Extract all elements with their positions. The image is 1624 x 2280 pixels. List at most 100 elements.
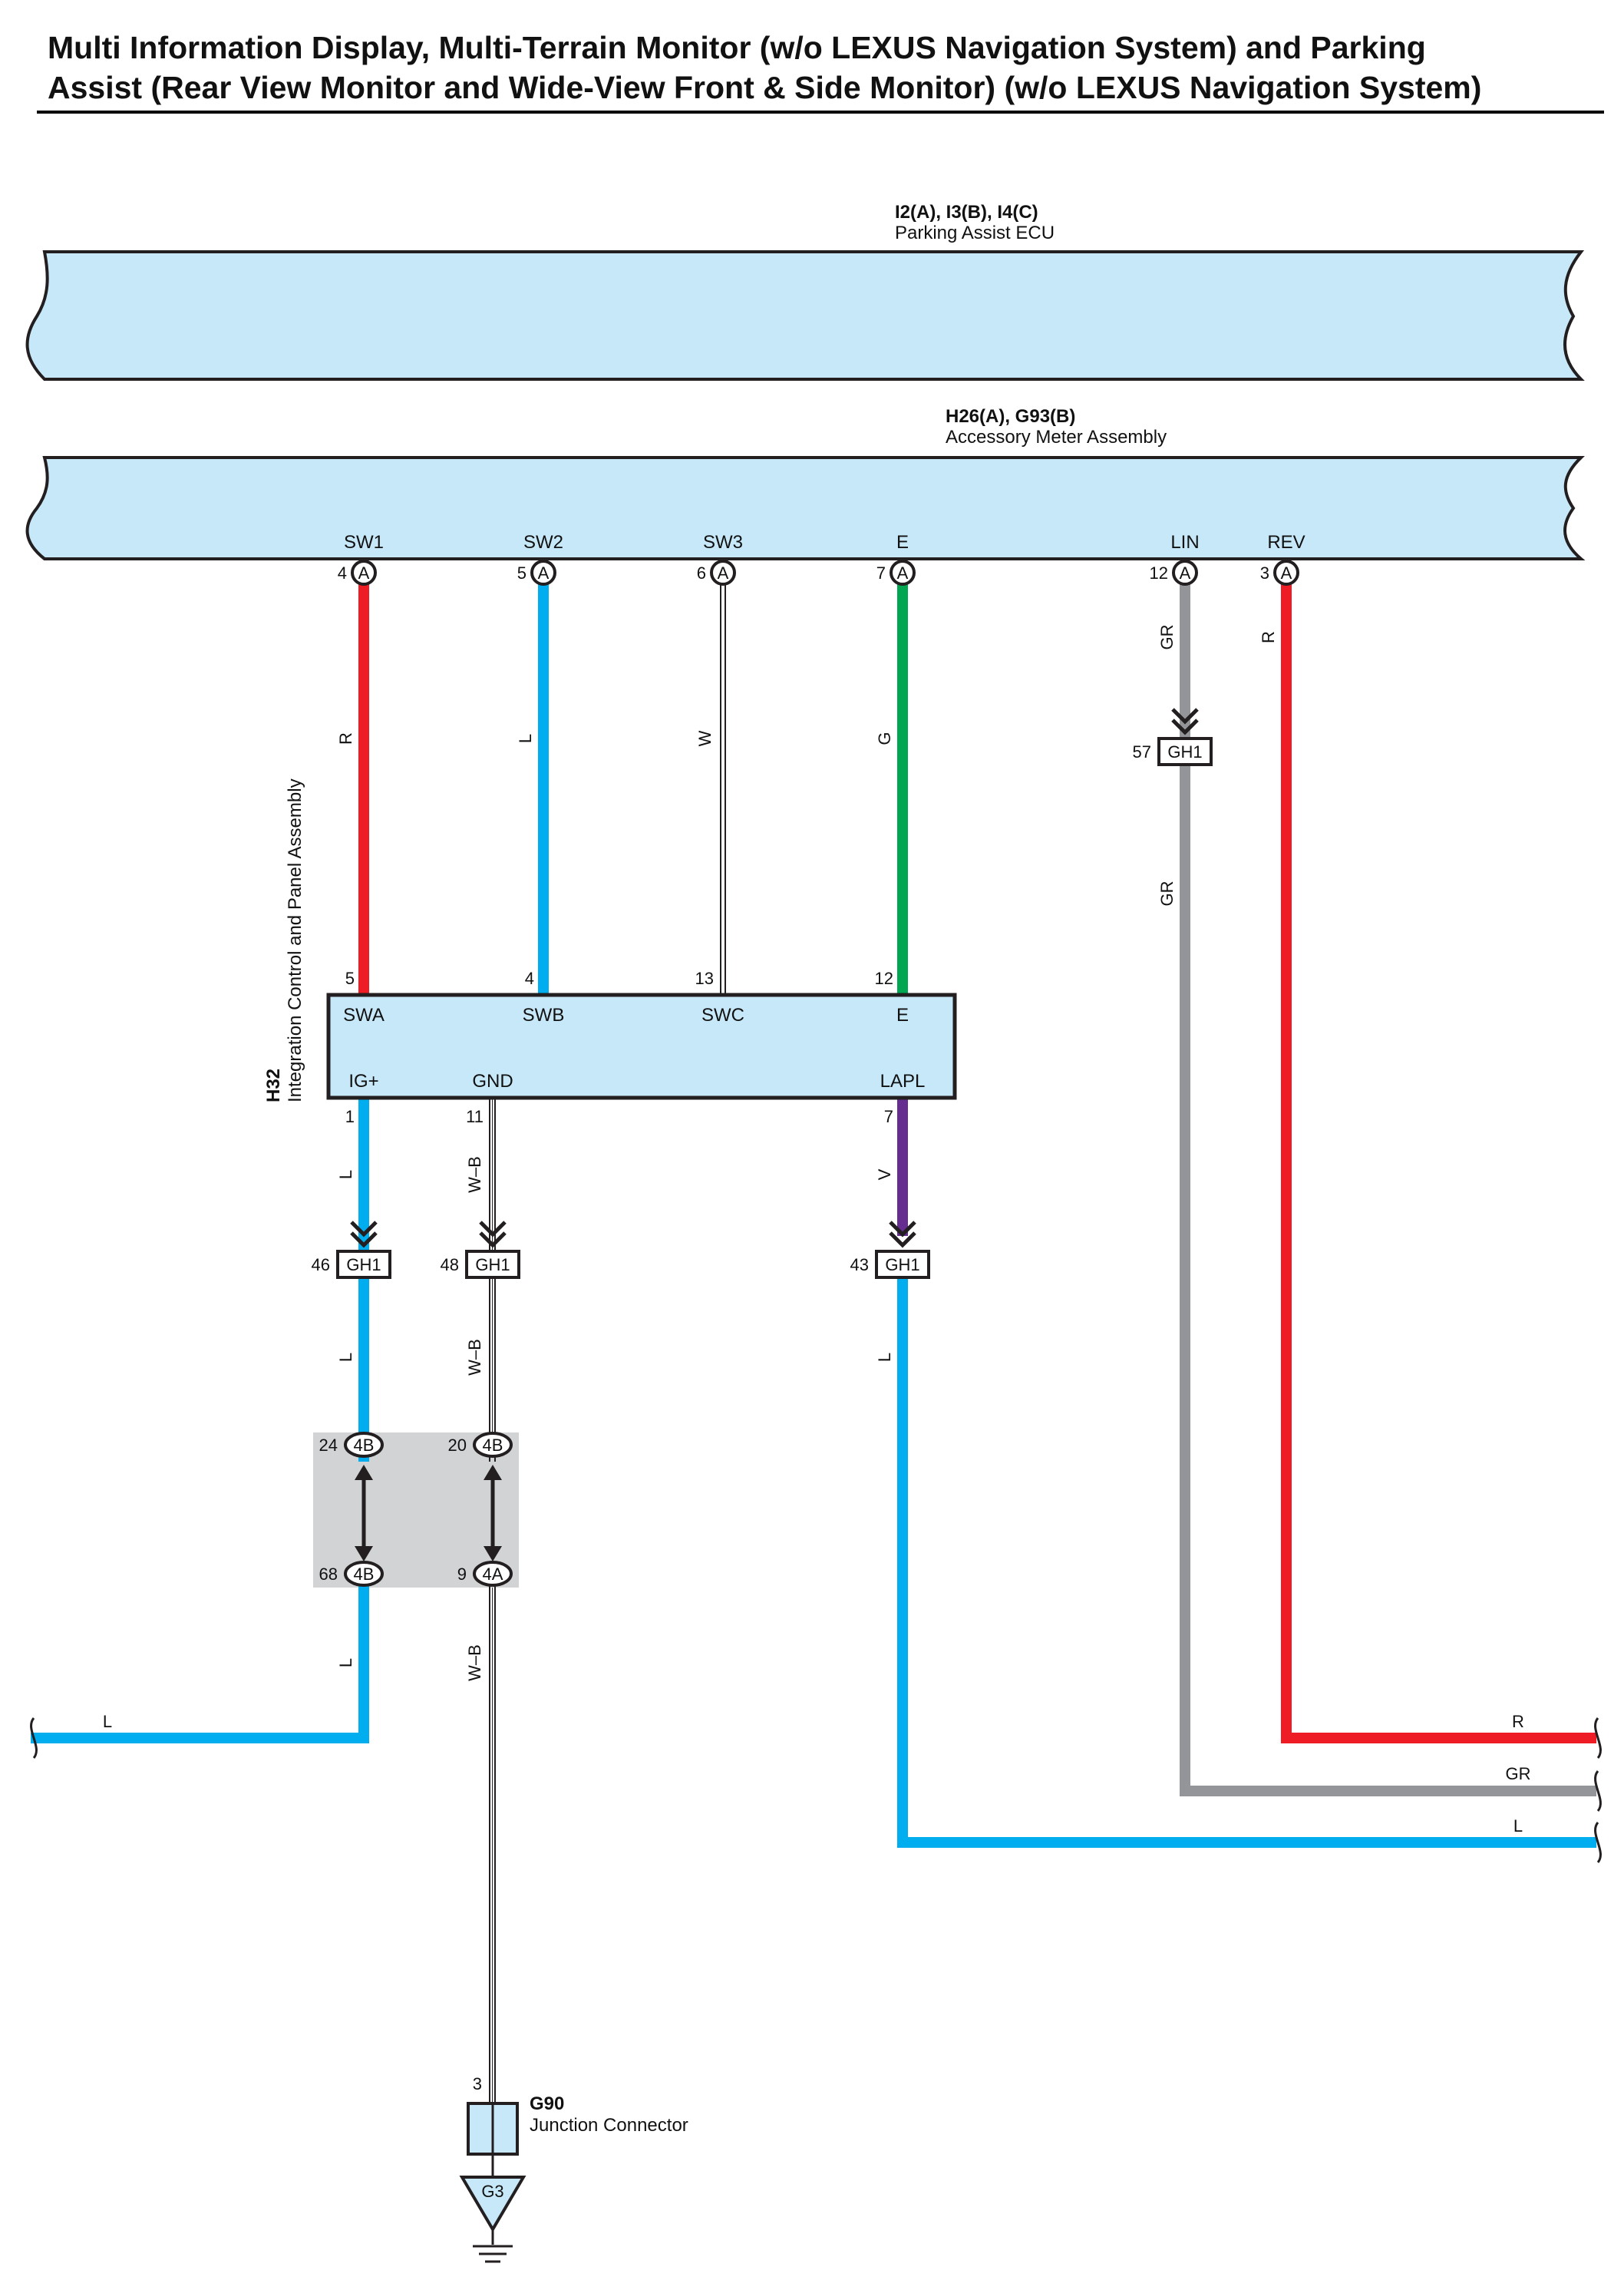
- wire-label-right-l: L: [1513, 1816, 1523, 1836]
- wire-label-lin-lower: GR: [1157, 881, 1177, 907]
- panel-pin-e: 12: [875, 969, 893, 988]
- junction-pin-20: 4B 20: [448, 1432, 513, 1458]
- panel-terminal-e: E: [896, 1005, 909, 1026]
- junction-pin-68: 4B 68: [319, 1561, 384, 1587]
- panel-terminal-lapl: LAPL: [880, 1071, 926, 1092]
- break-mark-right-r: [1594, 1717, 1602, 1759]
- wire-label-lapl-upper: V: [875, 1168, 894, 1180]
- panel-name: Integration Control and Panel Assembly: [285, 778, 305, 1102]
- meter-pin-sw3: A 6: [697, 560, 736, 586]
- junction-pin-9: 4A 9: [457, 1561, 513, 1587]
- meter-pin-sw1-number: 4: [338, 563, 347, 583]
- panel-pin-swc: 13: [695, 969, 714, 988]
- wire-lapl-blue: [897, 1274, 1596, 1848]
- meter-terminal-e: E: [896, 532, 909, 553]
- svg-text:GH1: GH1: [885, 1255, 919, 1274]
- panel-terminal-gnd: GND: [472, 1071, 513, 1092]
- wire-ig: [31, 1098, 369, 1743]
- meter-name: Accessory Meter Assembly: [946, 427, 1167, 448]
- wire-label-right-gr: GR: [1506, 1764, 1531, 1783]
- meter-pin-rev-number: 3: [1260, 563, 1269, 583]
- wire-label-gnd-lower: W–B: [465, 1644, 484, 1681]
- title-line-1: Multi Information Display, Multi-Terrain…: [48, 30, 1426, 65]
- break-mark-left: [30, 1717, 38, 1759]
- svg-text:GH1: GH1: [1167, 742, 1202, 762]
- panel-pin-swa: 5: [345, 969, 355, 988]
- wire-label-e: G: [875, 732, 894, 745]
- meter-terminal-sw3: SW3: [703, 532, 743, 553]
- meter-terminal-lin: LIN: [1170, 532, 1199, 553]
- wire-label-ig-lower: L: [336, 1658, 355, 1667]
- gh1-connector-lin: GH1 57: [1133, 708, 1213, 766]
- gh1-ig-pin: 46: [312, 1255, 330, 1274]
- parking-ecu-name: Parking Assist ECU: [895, 223, 1055, 243]
- meter-pin-e: A 7: [876, 560, 916, 586]
- meter-pin-lin-number: 12: [1150, 563, 1168, 583]
- panel-terminal-swb: SWB: [523, 1005, 565, 1026]
- panel-terminal-ig: IG+: [348, 1071, 378, 1092]
- svg-text:A: A: [718, 563, 729, 583]
- gh1-connector-gnd: GH1 48: [441, 1221, 520, 1279]
- junction-pin-68-number: 68: [319, 1565, 338, 1584]
- meter-code: H26(A), G93(B): [946, 406, 1075, 427]
- svg-text:4B: 4B: [483, 1436, 503, 1455]
- panel-terminal-swa: SWA: [343, 1005, 385, 1026]
- junction-link-ig: [355, 1462, 373, 1566]
- wire-label-lapl-lower: L: [875, 1353, 894, 1362]
- wire-label-gnd-mid: W–B: [465, 1339, 484, 1376]
- accessory-meter-assembly: [25, 456, 1586, 560]
- meter-pin-e-number: 7: [876, 563, 886, 583]
- g90-name: Junction Connector: [530, 2115, 688, 2136]
- gh1-connector-ig: GH1 46: [312, 1221, 391, 1279]
- panel-pin-ig: 1: [345, 1107, 355, 1126]
- title-line-2: Assist (Rear View Monitor and Wide-View …: [48, 70, 1481, 105]
- gh1-lin-pin: 57: [1133, 742, 1151, 762]
- meter-pin-lin: A 12: [1150, 560, 1198, 586]
- integration-control-panel: [326, 993, 957, 1100]
- gh1-connector-lapl: GH1 43: [850, 1221, 930, 1279]
- wire-label-sw2: L: [516, 734, 535, 743]
- wire-label-lin-upper: GR: [1157, 625, 1177, 650]
- svg-text:4B: 4B: [354, 1565, 375, 1584]
- svg-text:A: A: [358, 563, 370, 583]
- ground-symbol-g3: G3: [459, 2176, 526, 2263]
- svg-text:GH1: GH1: [346, 1255, 381, 1274]
- junction-pin-9-number: 9: [457, 1565, 467, 1584]
- parking-assist-ecu: [25, 250, 1585, 381]
- meter-terminal-sw2: SW2: [523, 532, 563, 553]
- gh1-lapl-pin: 43: [850, 1255, 869, 1274]
- junction-pin-20-number: 20: [448, 1436, 467, 1455]
- meter-terminal-rev: REV: [1267, 532, 1305, 553]
- svg-text:A: A: [897, 563, 909, 583]
- panel-pin-swb: 4: [525, 969, 534, 988]
- g90-code: G90: [530, 2093, 564, 2114]
- panel-code: H32: [263, 1069, 284, 1102]
- wire-rev: [1281, 583, 1596, 1743]
- g90-junction-connector: [467, 2102, 519, 2156]
- wire-label-sw3: W: [695, 730, 715, 746]
- svg-text:4A: 4A: [483, 1565, 503, 1584]
- svg-text:GH1: GH1: [475, 1255, 510, 1274]
- break-mark-right-l: [1594, 1822, 1602, 1863]
- meter-pin-sw1: A 4: [338, 560, 377, 586]
- gh1-gnd-pin: 48: [441, 1255, 459, 1274]
- junction-pin-24-number: 24: [319, 1436, 338, 1455]
- g90-pin: 3: [473, 2074, 482, 2093]
- meter-terminal-sw1: SW1: [344, 532, 384, 553]
- svg-text:A: A: [1180, 563, 1191, 583]
- wire-label-right-r: R: [1512, 1712, 1524, 1731]
- wire-label-ig-mid: L: [336, 1353, 355, 1362]
- junction-pin-24: 4B 24: [319, 1432, 384, 1458]
- break-mark-right-gr: [1594, 1770, 1602, 1812]
- meter-pin-sw3-number: 6: [697, 563, 706, 583]
- wire-label-ig-upper: L: [336, 1170, 355, 1179]
- panel-terminal-swc: SWC: [701, 1005, 744, 1026]
- panel-pin-lapl: 7: [884, 1107, 893, 1126]
- wire-label-gnd-upper: W–B: [465, 1156, 484, 1193]
- svg-text:4B: 4B: [354, 1436, 375, 1455]
- meter-pin-sw2-number: 5: [517, 563, 526, 583]
- meter-pin-sw2: A 5: [517, 560, 556, 586]
- svg-text:A: A: [538, 563, 550, 583]
- wire-label-sw1: R: [336, 732, 355, 745]
